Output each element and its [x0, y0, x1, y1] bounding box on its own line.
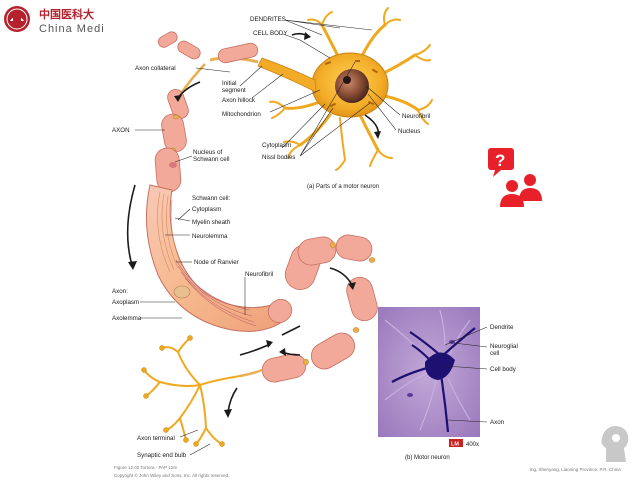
- label-mitochondrion: Mitochondrion: [222, 111, 261, 118]
- lm-badge: [449, 439, 463, 447]
- stained-cell-body: [424, 352, 455, 380]
- university-seal-icon: [4, 6, 30, 32]
- label-cell-body: CELL BODY: [253, 30, 288, 37]
- dendrite-tree: [269, 7, 433, 171]
- head-lightbulb-icon: [601, 426, 629, 462]
- figure-line: Figure 12.02 Tortora - PAP 12/e: [114, 465, 178, 470]
- upper-axon-segments: [154, 31, 259, 193]
- label-nissl-bodies: Nissl bodies: [262, 154, 295, 161]
- label-axon-terminal: Axon terminal: [137, 435, 175, 442]
- label-nucleus-of-schwann-2: Schwann cell: [193, 156, 229, 163]
- label-initial-segment-1: Initial: [222, 80, 236, 87]
- question-people-icon: ?: [488, 148, 542, 207]
- micrograph-panel: [378, 307, 480, 437]
- nucleolus-shape: [343, 76, 351, 84]
- axon-terminal-tree: [141, 335, 241, 447]
- magnification-text: 400x: [466, 442, 479, 448]
- caption-part-a: (a) Parts of a motor neuron: [307, 184, 379, 190]
- label-node-of-ranvier: Node of Ranvier: [194, 259, 239, 266]
- label-neuroglial-1: Neuroglial: [490, 343, 518, 350]
- label-nucleus: Nucleus: [398, 128, 420, 135]
- svg-text:?: ?: [495, 151, 505, 170]
- label-axolemma: Axolemma: [112, 315, 142, 322]
- label-neurofibril-top: Neurofibril: [402, 113, 430, 120]
- axon-hillock: [257, 57, 317, 93]
- label-neurolemma: Neurolemma: [192, 233, 228, 240]
- label-initial-segment-2: segment: [222, 87, 246, 94]
- label-axon-lm: Axon: [490, 419, 505, 426]
- label-axon-hillock: Axon hillock: [222, 97, 256, 104]
- label-axon-colon: Axon:: [112, 288, 128, 295]
- logo-chinese-text: 中国医科大: [39, 7, 94, 21]
- logo-english-text: China Medi: [39, 23, 105, 35]
- leader-lines: [135, 19, 488, 456]
- schwann-nucleus: [169, 162, 177, 168]
- label-myelin-sheath: Myelin sheath: [192, 219, 231, 226]
- label-dendrites: DENDRITES: [250, 16, 286, 23]
- label-axon-collateral: Axon collateral: [135, 65, 176, 72]
- copyright-line: Copyright © John Wiley and Sons, Inc. Al…: [114, 472, 229, 478]
- label-schwann-cell: Schwann cell:: [192, 195, 230, 202]
- label-dendrite: Dendrite: [490, 324, 514, 331]
- lower-axon-segments: [239, 234, 378, 383]
- nucleus-shape: [335, 69, 369, 103]
- label-axon: AXON: [112, 127, 130, 134]
- footer-location: ing, Shenyang, Liaoning Province, P.R. C…: [530, 467, 621, 472]
- caption-part-b: (b) Motor neuron: [405, 455, 450, 461]
- label-cytoplasm-top: Cytoplasm: [262, 142, 291, 149]
- label-cytoplasm: Cytoplasm: [192, 206, 221, 213]
- label-neurofibril-mid: Neurofibril: [245, 271, 273, 278]
- label-neuroglial-2: cell: [490, 350, 499, 357]
- label-synaptic-end-bulb: Synaptic end bulb: [137, 452, 187, 459]
- myelin-cutaway: [145, 184, 293, 332]
- impulse-direction-arrows: [126, 32, 381, 418]
- label-axoplasm: Axoplasm: [112, 299, 139, 306]
- nissl-bodies-shape: [324, 60, 379, 108]
- lm-badge-text: LM: [451, 442, 459, 448]
- label-nucleus-of-schwann-1: Nucleus of: [193, 149, 223, 156]
- label-cell-body-lm: Cell body: [490, 366, 517, 373]
